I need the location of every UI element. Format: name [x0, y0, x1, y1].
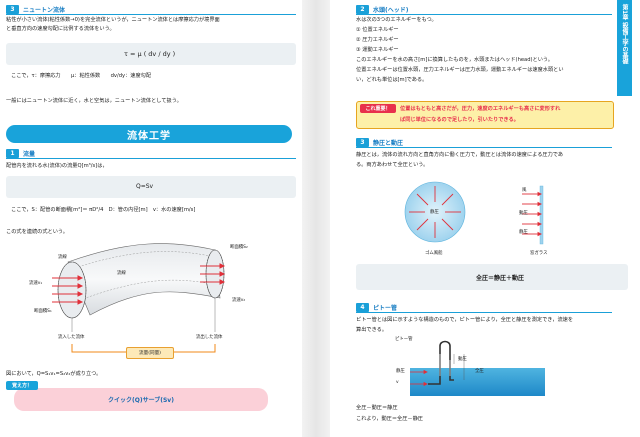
paragraph-line: これより，動圧＝全圧－静圧: [356, 416, 423, 422]
section-title: ピトー管: [373, 305, 398, 312]
section-heading-newtonian: 3 ニュートン流体: [6, 5, 296, 15]
important-box: これ重要！ 位置はもともと高さだが，圧力，速度のエネルギーも高さに変形すれ ば同…: [356, 101, 614, 129]
paragraph-line: このエネルギーを水の高さ[m]に換算したものを，水頭またはヘッド(head)とい…: [356, 57, 553, 63]
section-number: 1: [6, 149, 19, 158]
pipe-label-speed2: 流速v₂: [232, 298, 246, 303]
paragraph-line: 配管内を流れる水(流体)の流量Q[m³/s]は，: [6, 163, 108, 169]
formula-box: 全圧＝静圧＋動圧: [356, 264, 628, 290]
section-number: 3: [356, 138, 369, 147]
formula-flow: Q=Sv: [136, 183, 154, 190]
memo-text: クイック(Q)サーブ(Sv): [108, 397, 174, 404]
pipe-label-area2: 断面積S₂: [230, 245, 248, 250]
formula-total-pressure: 全圧＝静圧＋動圧: [476, 275, 525, 282]
paragraph-line: い，どれも単位は[m]である。: [356, 77, 428, 83]
list-item: ② 圧力エネルギー: [356, 37, 399, 43]
memo-box: クイック(Q)サーブ(Sv): [14, 388, 268, 411]
pitot-label-velocity: v: [396, 380, 399, 385]
important-tag: これ重要！: [360, 104, 396, 113]
pipe-label-streamline-inner: 流線: [117, 271, 126, 276]
section-title: ニュートン流体: [23, 7, 66, 14]
paragraph-line: と垂直方向の速度勾配に比例する流体をいう。: [6, 26, 115, 32]
section-number: 2: [356, 5, 369, 14]
chapter-banner: 流体工学: [6, 125, 292, 143]
window-label-dynamic: 動圧: [519, 211, 528, 216]
section-title: 静圧と動圧: [373, 140, 404, 147]
banner-title: 流体工学: [127, 130, 171, 142]
definition-line: ここで，S：配管の断面積[m²]＝ πD²/4 D：管の内径[m] v：水の速度…: [11, 207, 196, 213]
important-line: ば同じ単位になるので足したり，引いたりできる。: [400, 117, 519, 123]
section-title: 水頭(ヘッド): [373, 7, 409, 14]
balloon-diagram: [404, 181, 466, 243]
section-heading-head: 2 水頭(ヘッド): [356, 5, 612, 15]
section-heading-pitot: 4 ピトー管: [356, 303, 612, 313]
list-item: ① 位置エネルギー: [356, 27, 399, 33]
paragraph-line: ピトー管とは図に示すような構造のもので，ピトー管により，全圧と静圧を測定でき，流…: [356, 317, 574, 323]
paragraph-line: 粘性が小さい流体(粘性係数→0)を完全流体というが，ニュートン流体とは摩擦応力が…: [6, 17, 220, 23]
paragraph-line: 水は次の3つのエネルギーをもつ。: [356, 17, 437, 23]
paragraph-line: 図において，Q=S₁v₁=S₂v₂が成り立つ。: [6, 371, 102, 377]
paragraph-line: 算出できる。: [356, 327, 388, 333]
pipe-label-area1: 断面積S₁: [34, 309, 52, 314]
pitot-diagram: [410, 340, 545, 396]
important-line: 位置はもともと高さだが，圧力，速度のエネルギーも高さに変形すれ: [400, 106, 561, 112]
section-number: 3: [6, 5, 19, 14]
window-label-wind: 風: [522, 188, 527, 193]
left-page: 3 ニュートン流体 粘性が小さい流体(粘性係数→0)を完全流体というが，ニュート…: [0, 0, 302, 437]
list-item: ③ 運動エネルギー: [356, 47, 399, 53]
pipe-label-speed1: 流速v₁: [29, 281, 43, 286]
pipe-label-outflow: 流出した流体: [196, 335, 223, 340]
pipe-label-inflow: 流入した流体: [58, 335, 85, 340]
pitot-label-static: 静圧: [396, 369, 405, 374]
window-diagram: [522, 185, 544, 245]
formula-box: τ = μ ( dv / dy ): [6, 43, 296, 65]
paragraph-line: 全圧－動圧＝静圧: [356, 405, 398, 411]
window-label-static: 静圧: [519, 230, 528, 235]
paragraph-line: 位置エネルギーは位置水頭，圧力エネルギーは圧力水頭，運動エネルギーは速度水頭とい: [356, 67, 564, 73]
pitot-label-total: 全圧: [475, 369, 484, 374]
paragraph-line: 一般にはニュートン流体に近く，水と空気は，ニュートン流体として扱う。: [6, 98, 182, 104]
section-title: 流量: [23, 151, 36, 158]
paragraph-line: この式を連続の式という。: [6, 229, 68, 235]
section-number: 4: [356, 303, 369, 312]
pipe-label-streamline: 流線: [58, 255, 67, 260]
paragraph-line: る。両方あわせて全圧という。: [356, 162, 429, 168]
right-page: 2 水頭(ヘッド) 水は次の3つのエネルギーをもつ。 ① 位置エネルギー ② 圧…: [330, 0, 640, 437]
chapter-side-tab: 第1章 設備工学の基礎: [617, 0, 632, 96]
memo-tag: 覚え方！: [6, 381, 38, 390]
definition-line: ここで，τ：摩擦応力 μ：粘性係数 dv/dy：速度勾配: [11, 73, 152, 79]
pipe-label-quantity: 流量(同量): [126, 347, 174, 359]
page-fold: [302, 0, 330, 437]
balloon-caption: ゴム風船: [425, 251, 443, 256]
section-heading-pressure: 3 静圧と動圧: [356, 138, 612, 148]
section-heading-flow: 1 流量: [6, 149, 296, 159]
window-caption: 窓ガラス: [530, 251, 548, 256]
pipe-diagram: [52, 243, 226, 353]
pitot-label-dynamic: 動圧: [458, 357, 467, 362]
paragraph-line: 静圧とは，流体の流れ方向と直角方向に働く圧力で，動圧とは流体の速度による圧力であ: [356, 152, 564, 158]
balloon-center-label: 静圧: [430, 210, 439, 215]
formula-newtonian: τ = μ ( dv / dy ): [124, 50, 176, 58]
pitot-label-name: ピトー管: [395, 337, 413, 342]
formula-box: Q=Sv: [6, 176, 296, 198]
